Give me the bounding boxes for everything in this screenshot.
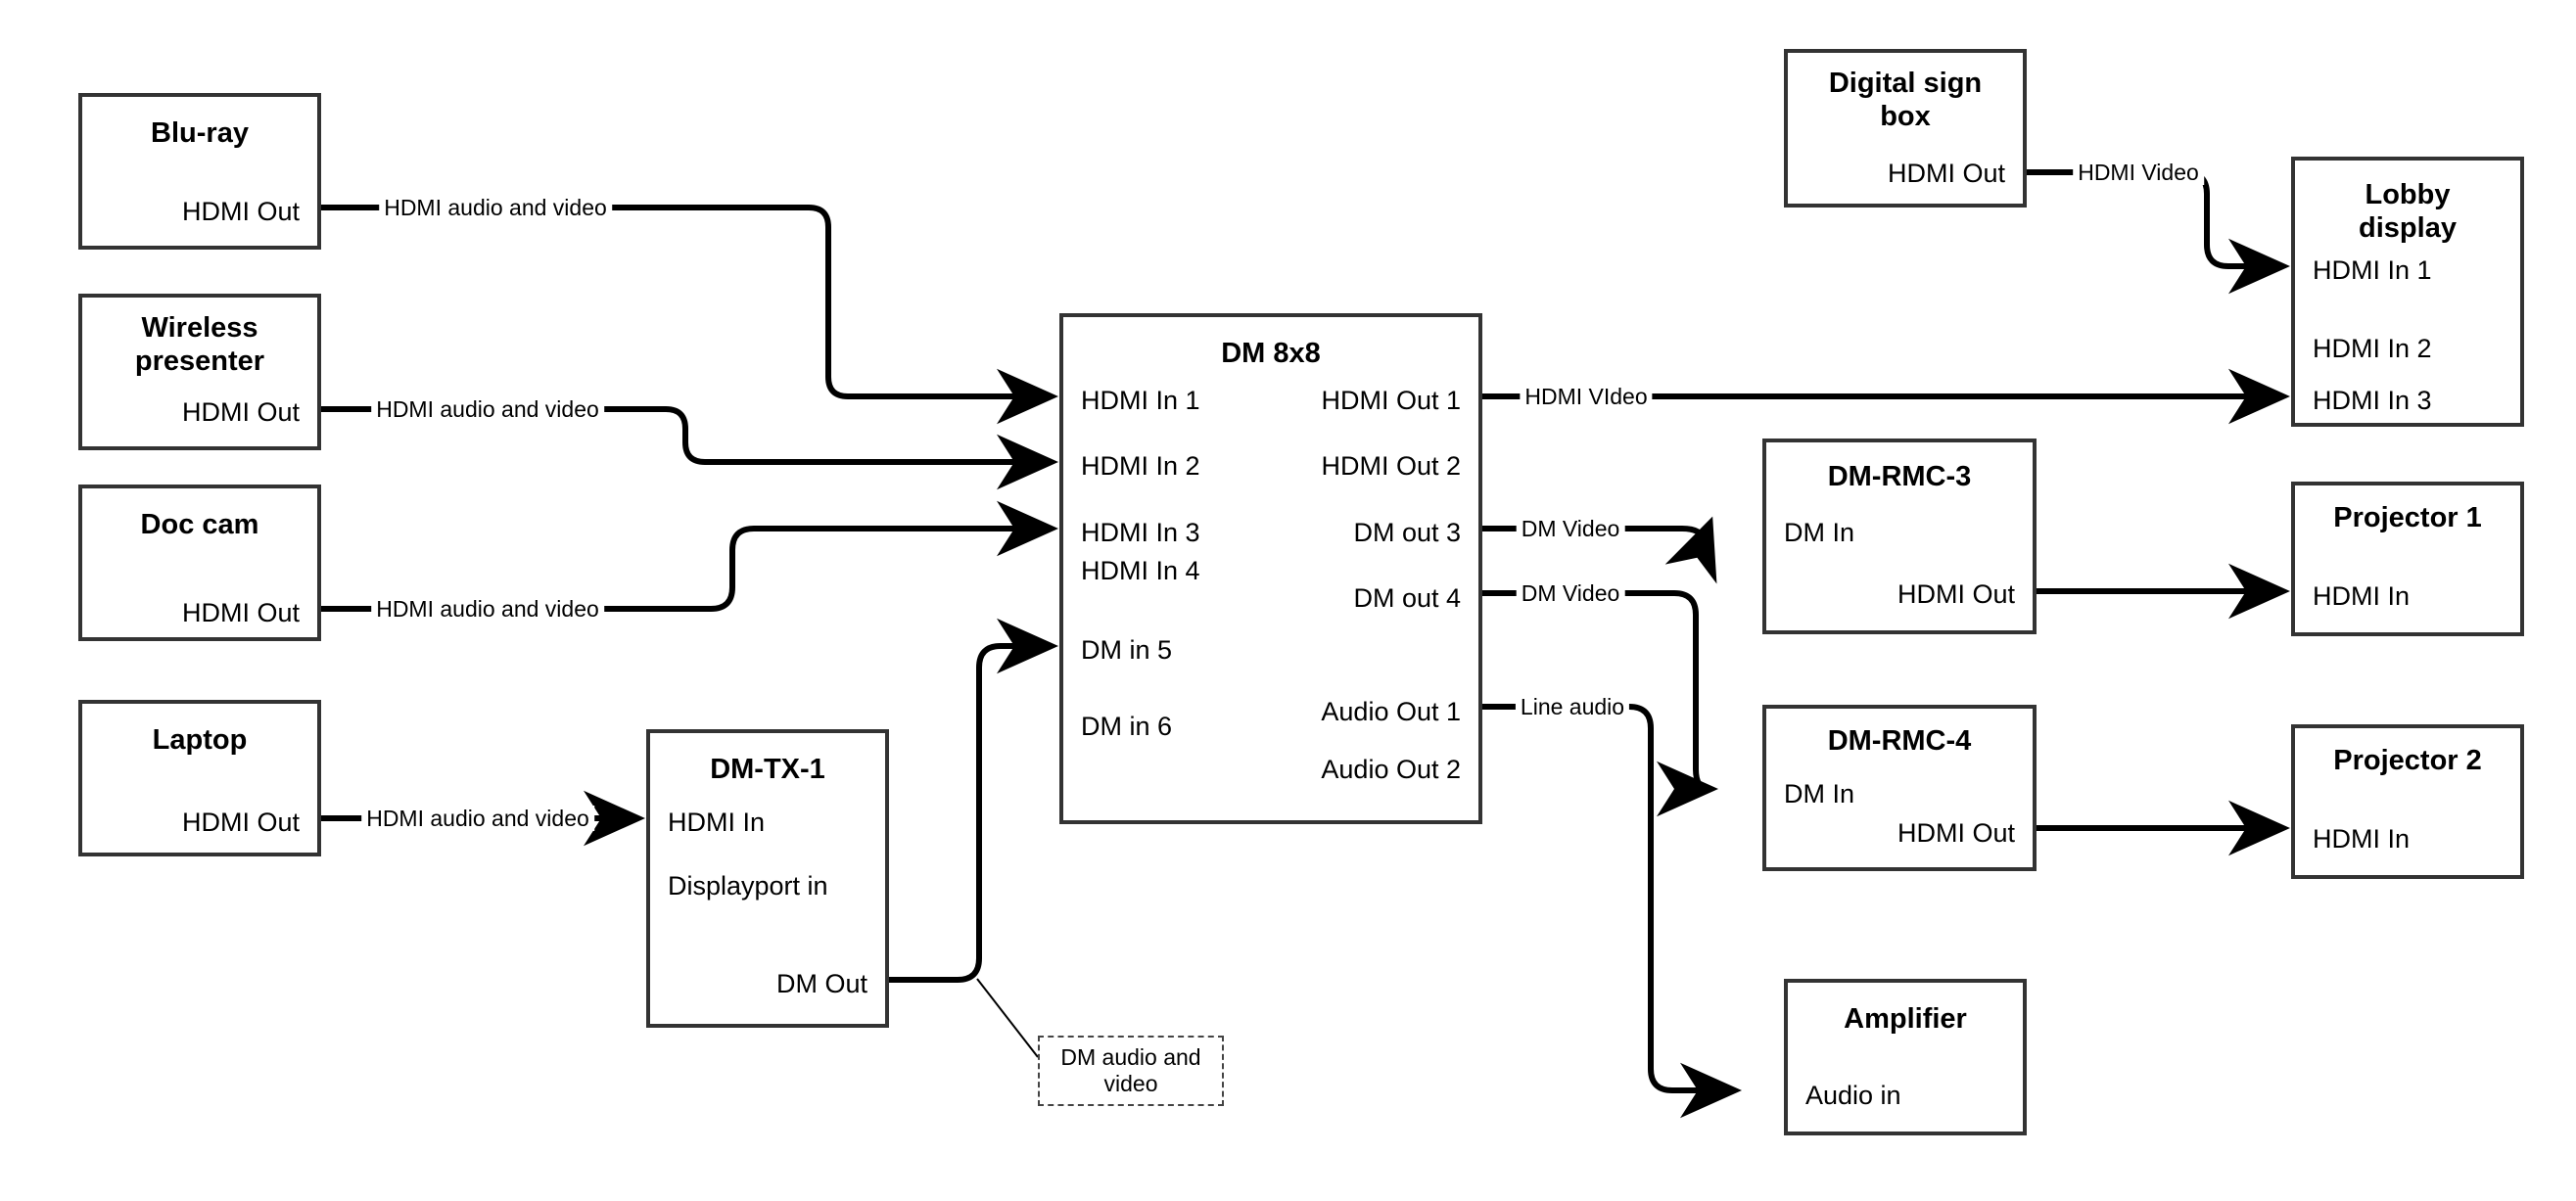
node-amplifier-title: Amplifier bbox=[1844, 1003, 1967, 1035]
wire-label-wireless-to-dm8x8: HDMI audio and video bbox=[371, 396, 604, 422]
node-dm-rmc-4-title: DM-RMC-4 bbox=[1827, 725, 1972, 757]
node-projector-2[interactable]: Projector 2 HDMI In bbox=[2291, 724, 2524, 879]
node-lobby-display-input-hdmi-in-1[interactable]: HDMI In 1 bbox=[2313, 255, 2432, 285]
wire-dmtx1-to-dm8x8 bbox=[889, 618, 1058, 983]
node-projector-2-port-hdmi-in[interactable]: HDMI In bbox=[2313, 824, 2411, 854]
node-dm-tx-1-port-dm-out[interactable]: DM Out bbox=[775, 969, 867, 998]
node-amplifier-port-audio-in[interactable]: Audio in bbox=[1805, 1081, 1901, 1110]
node-dm-8x8-output-hdmi-out-1[interactable]: HDMI Out 1 bbox=[1321, 386, 1461, 415]
node-laptop-title: Laptop bbox=[152, 724, 248, 756]
node-dm-8x8-output-dm-out-4[interactable]: DM out 4 bbox=[1353, 583, 1461, 613]
node-bluray[interactable]: Blu-ray HDMI Out bbox=[78, 93, 321, 250]
node-wireless-presenter[interactable]: Wireless presenter HDMI Out bbox=[78, 294, 321, 450]
wire-label-dm8x8-out1-to-lobby: HDMI VIdeo bbox=[1520, 384, 1653, 409]
wire-label-bluray-to-dm8x8: HDMI audio and video bbox=[379, 195, 612, 220]
node-dm-tx-1-title: DM-TX-1 bbox=[710, 754, 825, 785]
node-projector-1[interactable]: Projector 1 HDMI In bbox=[2291, 482, 2524, 636]
node-doc-cam[interactable]: Doc cam HDMI Out bbox=[78, 485, 321, 641]
node-dm-rmc-4-port-hdmi-out[interactable]: HDMI Out bbox=[1897, 818, 2015, 848]
wire-callout-leader bbox=[976, 978, 1039, 1058]
node-wireless-presenter-title: Wireless presenter bbox=[134, 312, 265, 377]
node-dm-tx-1-port-hdmi-in[interactable]: HDMI In bbox=[668, 808, 766, 837]
node-dm-rmc-3[interactable]: DM-RMC-3 DM In HDMI Out bbox=[1762, 439, 2037, 634]
node-dm-rmc-3-port-hdmi-out[interactable]: HDMI Out bbox=[1897, 579, 2015, 609]
wire-dm8x8-out4-to-rmc4 bbox=[1482, 590, 1718, 817]
node-doc-cam-title: Doc cam bbox=[140, 509, 259, 540]
node-dm-8x8-output-audio-out-1[interactable]: Audio Out 1 bbox=[1321, 697, 1461, 726]
node-lobby-display-input-hdmi-in-3[interactable]: HDMI In 3 bbox=[2313, 386, 2432, 415]
wire-label-dm8x8-out3-to-rmc3: DM Video bbox=[1516, 516, 1625, 541]
node-dm-tx-1-port-displayport-in[interactable]: Displayport in bbox=[668, 871, 828, 901]
node-laptop[interactable]: Laptop HDMI Out bbox=[78, 700, 321, 856]
node-lobby-display-input-hdmi-in-2[interactable]: HDMI In 2 bbox=[2313, 334, 2432, 363]
node-projector-1-port-hdmi-in[interactable]: HDMI In bbox=[2313, 581, 2411, 611]
wire-signbox-to-lobby bbox=[2027, 169, 2290, 295]
node-dm-8x8-input-dm-in-5[interactable]: DM in 5 bbox=[1081, 635, 1173, 665]
node-amplifier[interactable]: Amplifier Audio in bbox=[1784, 979, 2027, 1135]
node-dm-8x8-input-hdmi-in-2[interactable]: HDMI In 2 bbox=[1081, 451, 1200, 481]
node-dm-8x8-input-hdmi-in-3[interactable]: HDMI In 3 bbox=[1081, 518, 1200, 547]
node-wireless-presenter-port-hdmi-out[interactable]: HDMI Out bbox=[181, 397, 300, 427]
node-bluray-port-hdmi-out[interactable]: HDMI Out bbox=[181, 197, 300, 226]
node-digital-sign-box-port-hdmi-out[interactable]: HDMI Out bbox=[1887, 159, 2005, 188]
node-bluray-title: Blu-ray bbox=[151, 117, 249, 149]
node-dm-8x8-input-hdmi-in-1[interactable]: HDMI In 1 bbox=[1081, 386, 1200, 415]
node-doc-cam-port-hdmi-out[interactable]: HDMI Out bbox=[181, 598, 300, 627]
node-projector-2-title: Projector 2 bbox=[2333, 745, 2482, 776]
wire-label-signbox-to-lobby: HDMI Video bbox=[2073, 160, 2204, 185]
node-dm-8x8-output-audio-out-2[interactable]: Audio Out 2 bbox=[1321, 755, 1461, 784]
node-dm-8x8-input-dm-in-6[interactable]: DM in 6 bbox=[1081, 712, 1173, 741]
node-dm-rmc-3-port-dm-in[interactable]: DM In bbox=[1784, 518, 1855, 547]
wire-label-dm8x8-audio1-to-amplifier: Line audio bbox=[1515, 694, 1630, 719]
node-dm-rmc-4[interactable]: DM-RMC-4 DM In HDMI Out bbox=[1762, 705, 2037, 871]
node-projector-1-title: Projector 1 bbox=[2333, 502, 2482, 533]
node-lobby-display-title: Lobby display bbox=[2359, 179, 2457, 244]
node-dm-8x8[interactable]: DM 8x8 HDMI In 1 HDMI In 2 HDMI In 3 HDM… bbox=[1059, 313, 1482, 824]
wire-dm8x8-audio1-to-amplifier bbox=[1482, 704, 1742, 1119]
node-dm-tx-1[interactable]: DM-TX-1 HDMI In Displayport in DM Out bbox=[646, 729, 889, 1028]
node-dm-8x8-input-hdmi-in-4[interactable]: HDMI In 4 bbox=[1081, 556, 1200, 585]
node-dm-8x8-output-hdmi-out-2[interactable]: HDMI Out 2 bbox=[1321, 451, 1461, 481]
node-lobby-display[interactable]: Lobby display HDMI In 1 HDMI In 2 HDMI I… bbox=[2291, 157, 2524, 427]
node-dm-rmc-4-port-dm-in[interactable]: DM In bbox=[1784, 779, 1855, 808]
wire-label-doccam-to-dm8x8: HDMI audio and video bbox=[371, 596, 604, 622]
node-laptop-port-hdmi-out[interactable]: HDMI Out bbox=[181, 808, 300, 837]
node-digital-sign-box-title: Digital sign box bbox=[1828, 68, 1983, 132]
callout-dm-audio-and-video: DM audio and video bbox=[1038, 1036, 1224, 1106]
node-digital-sign-box[interactable]: Digital sign box HDMI Out bbox=[1784, 49, 2027, 208]
wire-label-laptop-to-dmtx1: HDMI audio and video bbox=[361, 806, 594, 831]
wire-label-dm8x8-out4-to-rmc4: DM Video bbox=[1516, 580, 1625, 606]
node-dm-8x8-output-dm-out-3[interactable]: DM out 3 bbox=[1353, 518, 1461, 547]
node-dm-rmc-3-title: DM-RMC-3 bbox=[1827, 461, 1972, 492]
wire-bluray-to-dm8x8 bbox=[321, 205, 1058, 425]
node-dm-8x8-title: DM 8x8 bbox=[1221, 338, 1321, 369]
